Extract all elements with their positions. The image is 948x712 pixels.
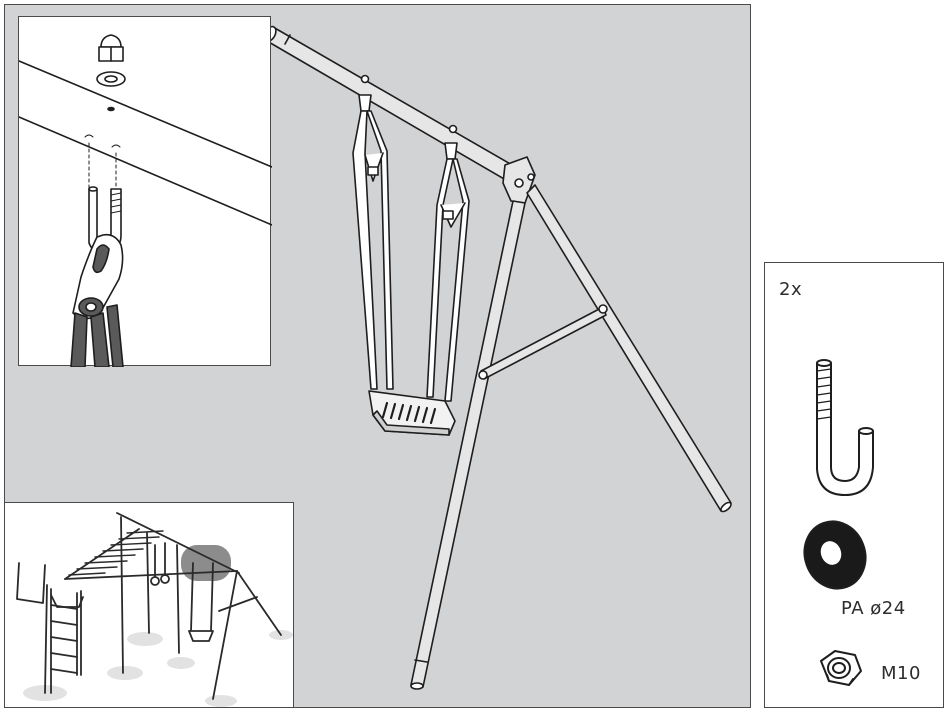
- front-leg: [410, 200, 526, 690]
- hook-bolt-icon: [816, 359, 874, 496]
- right-strap: [426, 158, 470, 402]
- parts-drawing: [803, 359, 874, 686]
- playset-overview-drawing: [16, 512, 293, 707]
- cap-nut-icon: [820, 650, 862, 686]
- hanging-straps: [70, 297, 124, 367]
- swing-frame-drawing: [263, 25, 732, 690]
- top-beam: [263, 25, 520, 184]
- strap-clamp: [72, 233, 124, 320]
- parts-list-panel: 2x: [764, 262, 944, 708]
- rear-leg: [526, 184, 732, 513]
- hook-detail-inset: [18, 16, 272, 367]
- washer-icon: [803, 520, 867, 590]
- cross-brace: [478, 304, 608, 380]
- swing-seat-icon: [368, 390, 456, 436]
- washer-icon: [96, 71, 126, 87]
- quantity-label: 2x: [779, 279, 803, 300]
- overview-swing: [188, 562, 214, 642]
- highlight-marker: [181, 545, 231, 581]
- nut-spec-label: M10: [881, 663, 921, 684]
- cap-nut-icon: [98, 34, 124, 62]
- monkey-bars: [68, 530, 164, 576]
- left-strap: [352, 110, 394, 390]
- hook-detail-drawing: [19, 34, 272, 367]
- washer-spec-label: PA ø24: [841, 598, 906, 619]
- overview-inset: [4, 502, 294, 708]
- swing-hangers: [358, 74, 458, 160]
